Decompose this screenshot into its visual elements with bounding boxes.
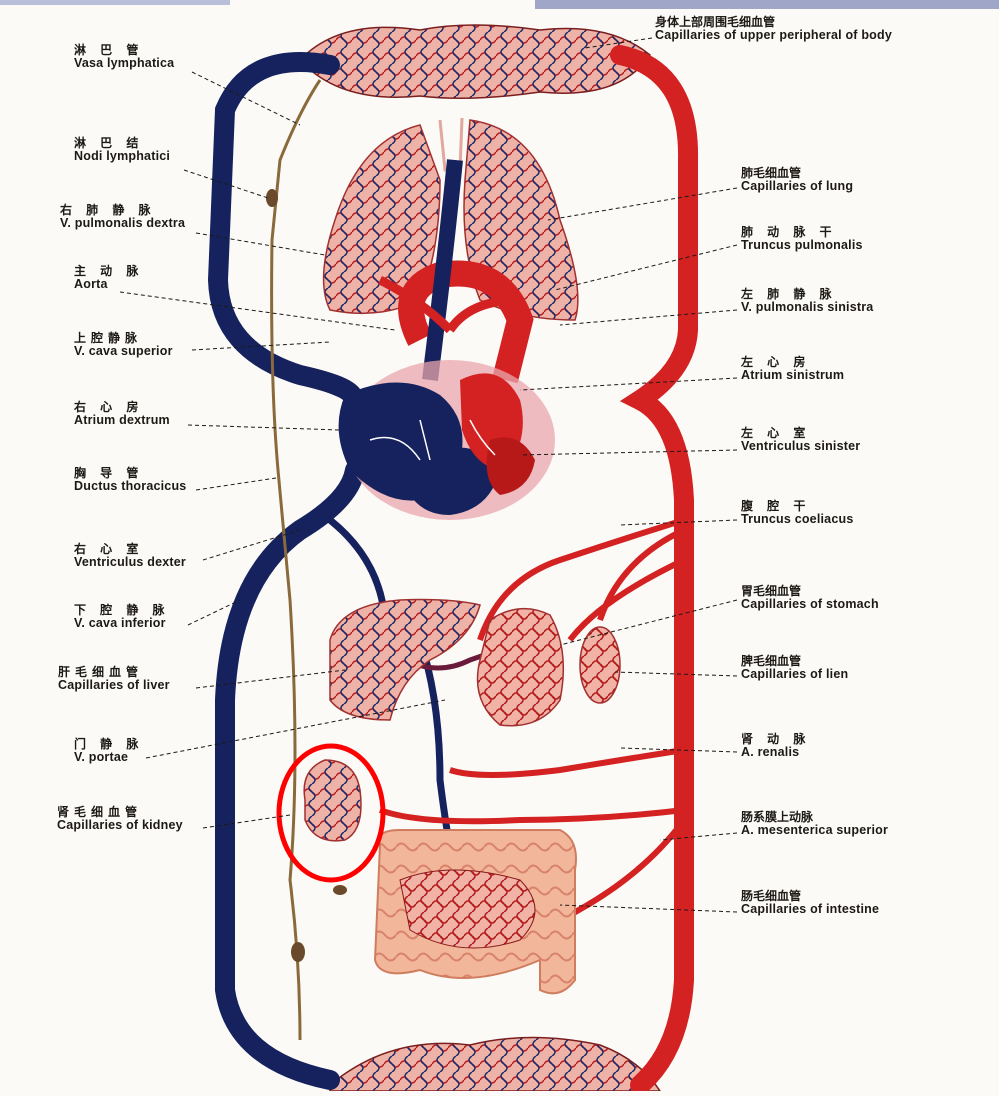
label-zh: 胸 导 管	[74, 467, 186, 480]
renal-artery	[450, 750, 684, 775]
label-zh: 身体上部周围毛细血管	[655, 16, 892, 29]
lower-capillary-bed	[330, 1038, 660, 1092]
label-zh: 淋 巴 管	[74, 44, 174, 57]
label-ventriculus-sinister: 左 心 室 Ventriculus sinister	[741, 427, 860, 453]
label-capillaries-liver: 肝毛细血管 Capillaries of liver	[58, 666, 170, 692]
label-atrium-sinistrum: 左 心 房 Atrium sinistrum	[741, 356, 844, 382]
label-en: Capillaries of stomach	[741, 598, 879, 611]
label-aorta: 主 动 脉 Aorta	[74, 265, 143, 291]
label-en: Capillaries of upper peripheral of body	[655, 29, 892, 42]
label-en: A. renalis	[741, 746, 810, 759]
label-en: Nodi lymphatici	[74, 150, 170, 163]
upper-capillary-bed	[300, 25, 650, 98]
label-zh: 下 腔 静 脉	[74, 604, 170, 617]
label-zh: 右 肺 静 脉	[60, 204, 185, 217]
label-en: V. cava superior	[74, 345, 173, 358]
label-en: Atrium dextrum	[74, 414, 170, 427]
label-a-mesenterica-superior: 肠系膜上动脉 A. mesenterica superior	[741, 811, 888, 837]
label-zh: 胃毛细血管	[741, 585, 879, 598]
label-zh: 淋 巴 结	[74, 137, 170, 150]
lymph-node-lower	[291, 942, 305, 962]
label-en: V. pulmonalis sinistra	[741, 301, 873, 314]
label-zh: 肾毛细血管	[57, 806, 183, 819]
label-zh: 肺 动 脉 干	[741, 226, 863, 239]
label-zh: 肠毛细血管	[741, 890, 879, 903]
label-zh: 腹 腔 干	[741, 500, 853, 513]
label-ventriculus-dexter: 右 心 室 Ventriculus dexter	[74, 543, 186, 569]
label-capillaries-intestine: 肠毛细血管 Capillaries of intestine	[741, 890, 879, 916]
label-zh: 门 静 脉	[74, 738, 143, 751]
label-zh: 肾 动 脉	[741, 733, 810, 746]
label-v-portae: 门 静 脉 V. portae	[74, 738, 143, 764]
label-en: Truncus coeliacus	[741, 513, 853, 526]
label-zh: 上腔静脉	[74, 332, 173, 345]
label-truncus-pulmonalis: 肺 动 脉 干 Truncus pulmonalis	[741, 226, 863, 252]
label-zh: 肠系膜上动脉	[741, 811, 888, 824]
label-en: Capillaries of intestine	[741, 903, 879, 916]
label-en: Ductus thoracicus	[74, 480, 186, 493]
kidney	[304, 760, 361, 841]
label-zh: 右 心 室	[74, 543, 186, 556]
label-capillaries-upper-body: 身体上部周围毛细血管 Capillaries of upper peripher…	[655, 16, 892, 42]
label-en: Aorta	[74, 278, 143, 291]
label-truncus-coeliacus: 腹 腔 干 Truncus coeliacus	[741, 500, 853, 526]
label-ductus-thoracicus: 胸 导 管 Ductus thoracicus	[74, 467, 186, 493]
label-en: V. cava inferior	[74, 617, 170, 630]
stomach	[478, 609, 564, 726]
label-zh: 左 肺 静 脉	[741, 288, 873, 301]
label-en: Atrium sinistrum	[741, 369, 844, 382]
label-en: Capillaries of liver	[58, 679, 170, 692]
label-en: Truncus pulmonalis	[741, 239, 863, 252]
label-zh: 肺毛细血管	[741, 167, 853, 180]
label-nodi-lymphatici: 淋 巴 结 Nodi lymphatici	[74, 137, 170, 163]
label-v-pulmonalis-sinistra: 左 肺 静 脉 V. pulmonalis sinistra	[741, 288, 873, 314]
label-en: V. portae	[74, 751, 143, 764]
label-en: Capillaries of lung	[741, 180, 853, 193]
label-en: Ventriculus sinister	[741, 440, 860, 453]
label-v-cava-inferior: 下 腔 静 脉 V. cava inferior	[74, 604, 170, 630]
label-zh: 肝毛细血管	[58, 666, 170, 679]
label-en: Capillaries of kidney	[57, 819, 183, 832]
label-v-cava-superior: 上腔静脉 V. cava superior	[74, 332, 173, 358]
label-zh: 左 心 室	[741, 427, 860, 440]
lymph-node-mid	[333, 885, 347, 895]
label-zh: 右 心 房	[74, 401, 170, 414]
lymph-node-upper	[266, 189, 278, 207]
label-en: Vasa lymphatica	[74, 57, 174, 70]
label-a-renalis: 肾 动 脉 A. renalis	[741, 733, 810, 759]
label-capillaries-lung: 肺毛细血管 Capillaries of lung	[741, 167, 853, 193]
label-en: V. pulmonalis dextra	[60, 217, 185, 230]
intestine	[375, 830, 576, 993]
label-en: Ventriculus dexter	[74, 556, 186, 569]
label-capillaries-lien: 脾毛细血管 Capillaries of lien	[741, 655, 848, 681]
heart	[339, 360, 555, 520]
label-atrium-dextrum: 右 心 房 Atrium dextrum	[74, 401, 170, 427]
label-zh: 主 动 脉	[74, 265, 143, 278]
label-zh: 脾毛细血管	[741, 655, 848, 668]
label-en: Capillaries of lien	[741, 668, 848, 681]
label-v-pulmonalis-dextra: 右 肺 静 脉 V. pulmonalis dextra	[60, 204, 185, 230]
liver	[330, 600, 480, 720]
label-zh: 左 心 房	[741, 356, 844, 369]
label-capillaries-kidney: 肾毛细血管 Capillaries of kidney	[57, 806, 183, 832]
label-capillaries-stomach: 胃毛细血管 Capillaries of stomach	[741, 585, 879, 611]
label-vasa-lymphatica: 淋 巴 管 Vasa lymphatica	[74, 44, 174, 70]
label-en: A. mesenterica superior	[741, 824, 888, 837]
